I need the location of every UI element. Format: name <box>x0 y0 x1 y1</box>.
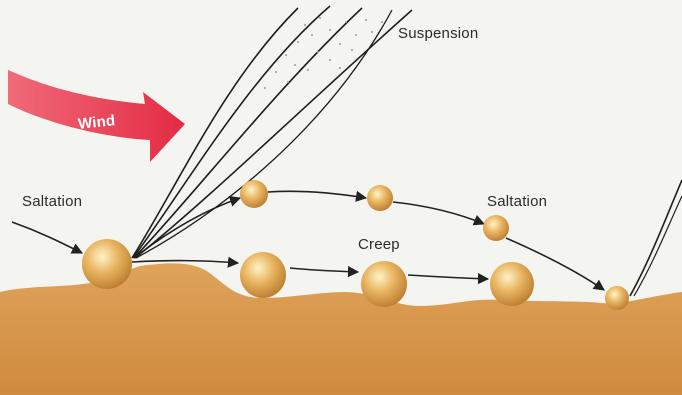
grain-creep-1 <box>240 252 286 298</box>
right-suspension-line <box>630 180 682 296</box>
saltation-label-right: Saltation <box>487 193 547 210</box>
grain-impact <box>605 286 629 310</box>
grain-saltation-2 <box>367 185 393 211</box>
creep-label: Creep <box>358 236 400 253</box>
grain-creep-3 <box>490 262 534 306</box>
saltation-label-left: Saltation <box>22 193 82 210</box>
grain-saltation-1 <box>240 180 268 208</box>
incoming-saltation-arrow <box>12 222 82 253</box>
grain-saltation-3 <box>483 215 509 241</box>
grain-creep-2 <box>361 261 407 307</box>
suspension-label: Suspension <box>398 25 478 42</box>
grain-origin <box>82 239 132 289</box>
